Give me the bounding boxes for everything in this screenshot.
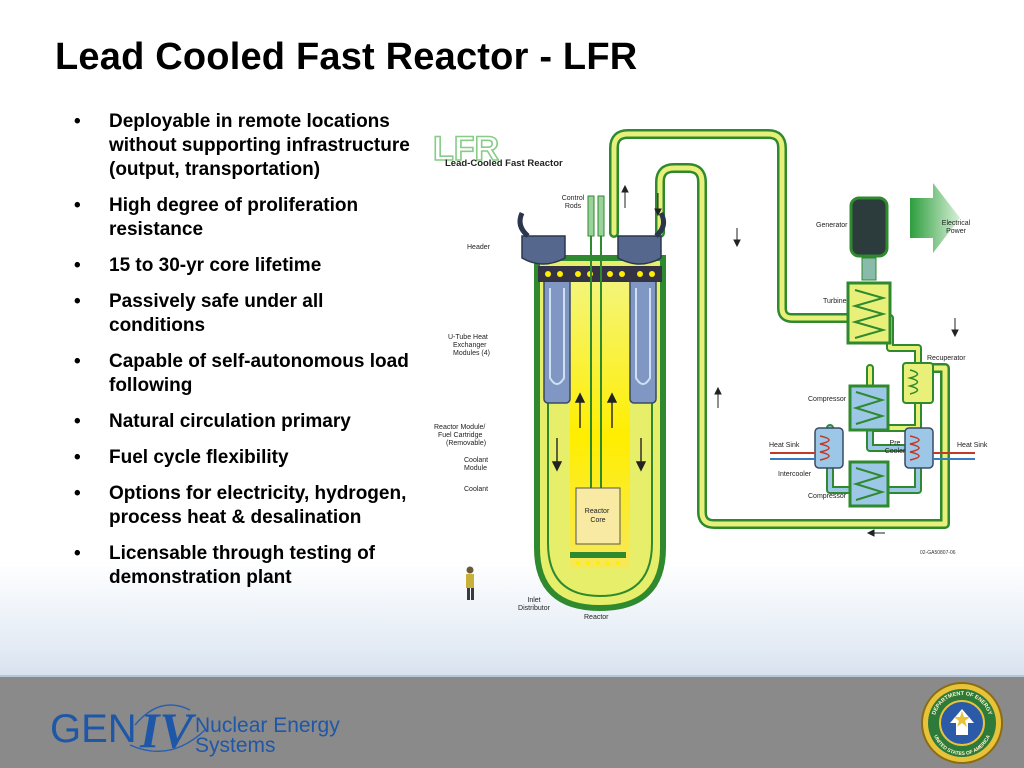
bullet-marker: • [74, 255, 81, 276]
flow-arrows [621, 184, 959, 537]
gen-iv-logo: GEN IV Nuclear Energy Systems [50, 702, 340, 758]
bullet-marker: • [74, 411, 81, 432]
bullet-text: 15 to 30-yr core lifetime [109, 255, 322, 276]
reactor-core-label: Reactor Core [585, 508, 611, 524]
bullet-marker: • [74, 291, 81, 312]
iv-logo-text: IV [139, 702, 196, 758]
bullet-item: • Natural circulation primary [74, 410, 414, 434]
bullet-item: • Options for electricity, hydrogen, proc… [74, 482, 414, 530]
bullet-text: Fuel cycle flexibility [109, 447, 289, 468]
bullet-item: • 15 to 30-yr core lifetime [74, 254, 414, 278]
bullet-item: • Deployable in remote locations without … [74, 110, 414, 182]
bullet-text: Natural circulation primary [109, 411, 351, 432]
generator-label: Generator [816, 222, 848, 229]
footer-divider [0, 675, 1024, 677]
gen-logo-text: GEN [50, 707, 137, 751]
footer-bar: GEN IV Nuclear Energy Systems DEPARTMENT… [0, 677, 1024, 768]
bullet-list: • Deployable in remote locations without … [74, 110, 414, 602]
drawing-id-label: 02-GA50807-06 [920, 550, 956, 556]
reactor-label: Reactor [584, 614, 609, 621]
compressor-bottom-label: Compressor [808, 493, 847, 500]
lfr-logo: LFR [433, 130, 499, 168]
slide-title: Lead Cooled Fast Reactor - LFR [55, 36, 638, 78]
bullet-marker: • [74, 111, 81, 132]
power-conversion-train [770, 183, 975, 508]
reactor-vessel: Reactor Core [517, 195, 667, 612]
bullet-text: Capable of self-autonomous load followin… [109, 351, 409, 396]
bullet-text: Passively safe under all conditions [109, 291, 324, 336]
diagram-subtitle: Lead-Cooled Fast Reactor [445, 158, 563, 169]
bullet-marker: • [74, 351, 81, 372]
bullet-text: Options for electricity, hydrogen, proce… [109, 483, 407, 528]
systems-text: Systems [195, 734, 276, 757]
lfr-diagram: LFR Lead-Cooled Fast Reactor [432, 129, 988, 621]
coolant-label: Coolant [464, 486, 488, 493]
compressor-top-label: Compressor [808, 396, 847, 403]
recuperator-label: Recuperator [927, 355, 966, 362]
person-scale-figure [466, 566, 474, 600]
bullet-item: • Fuel cycle flexibility [74, 446, 414, 470]
bullet-marker: • [74, 483, 81, 504]
bullet-text: High degree of proliferation resistance [109, 195, 359, 240]
bullet-text: Licensable through testing of demonstrat… [109, 543, 376, 588]
nuclear-energy-text: Nuclear Energy [195, 714, 340, 737]
bullet-marker: • [74, 447, 81, 468]
reactor-module-label: Reactor Module/Fuel Cartridge(Removable) [434, 424, 486, 447]
bullet-marker: • [74, 543, 81, 564]
heat-sink-left-label: Heat Sink [769, 442, 800, 449]
bullet-item: • High degree of proliferation resistance [74, 194, 414, 242]
header-label: Header [467, 244, 491, 251]
bullet-item: • Capable of self-autonomous load followi… [74, 350, 414, 398]
heat-sink-right-label: Heat Sink [957, 442, 988, 449]
bullet-item: • Licensable through testing of demonstra… [74, 542, 414, 590]
doe-seal: DEPARTMENT OF ENERGY UNITED STATES OF AM… [921, 682, 1003, 764]
bullet-item: • Passively safe under all conditions [74, 290, 414, 338]
turbine-label: Turbine [823, 298, 847, 305]
bullet-marker: • [74, 195, 81, 216]
intercooler-label: Intercooler [778, 471, 812, 478]
bullet-text: Deployable in remote locations without s… [109, 111, 410, 180]
